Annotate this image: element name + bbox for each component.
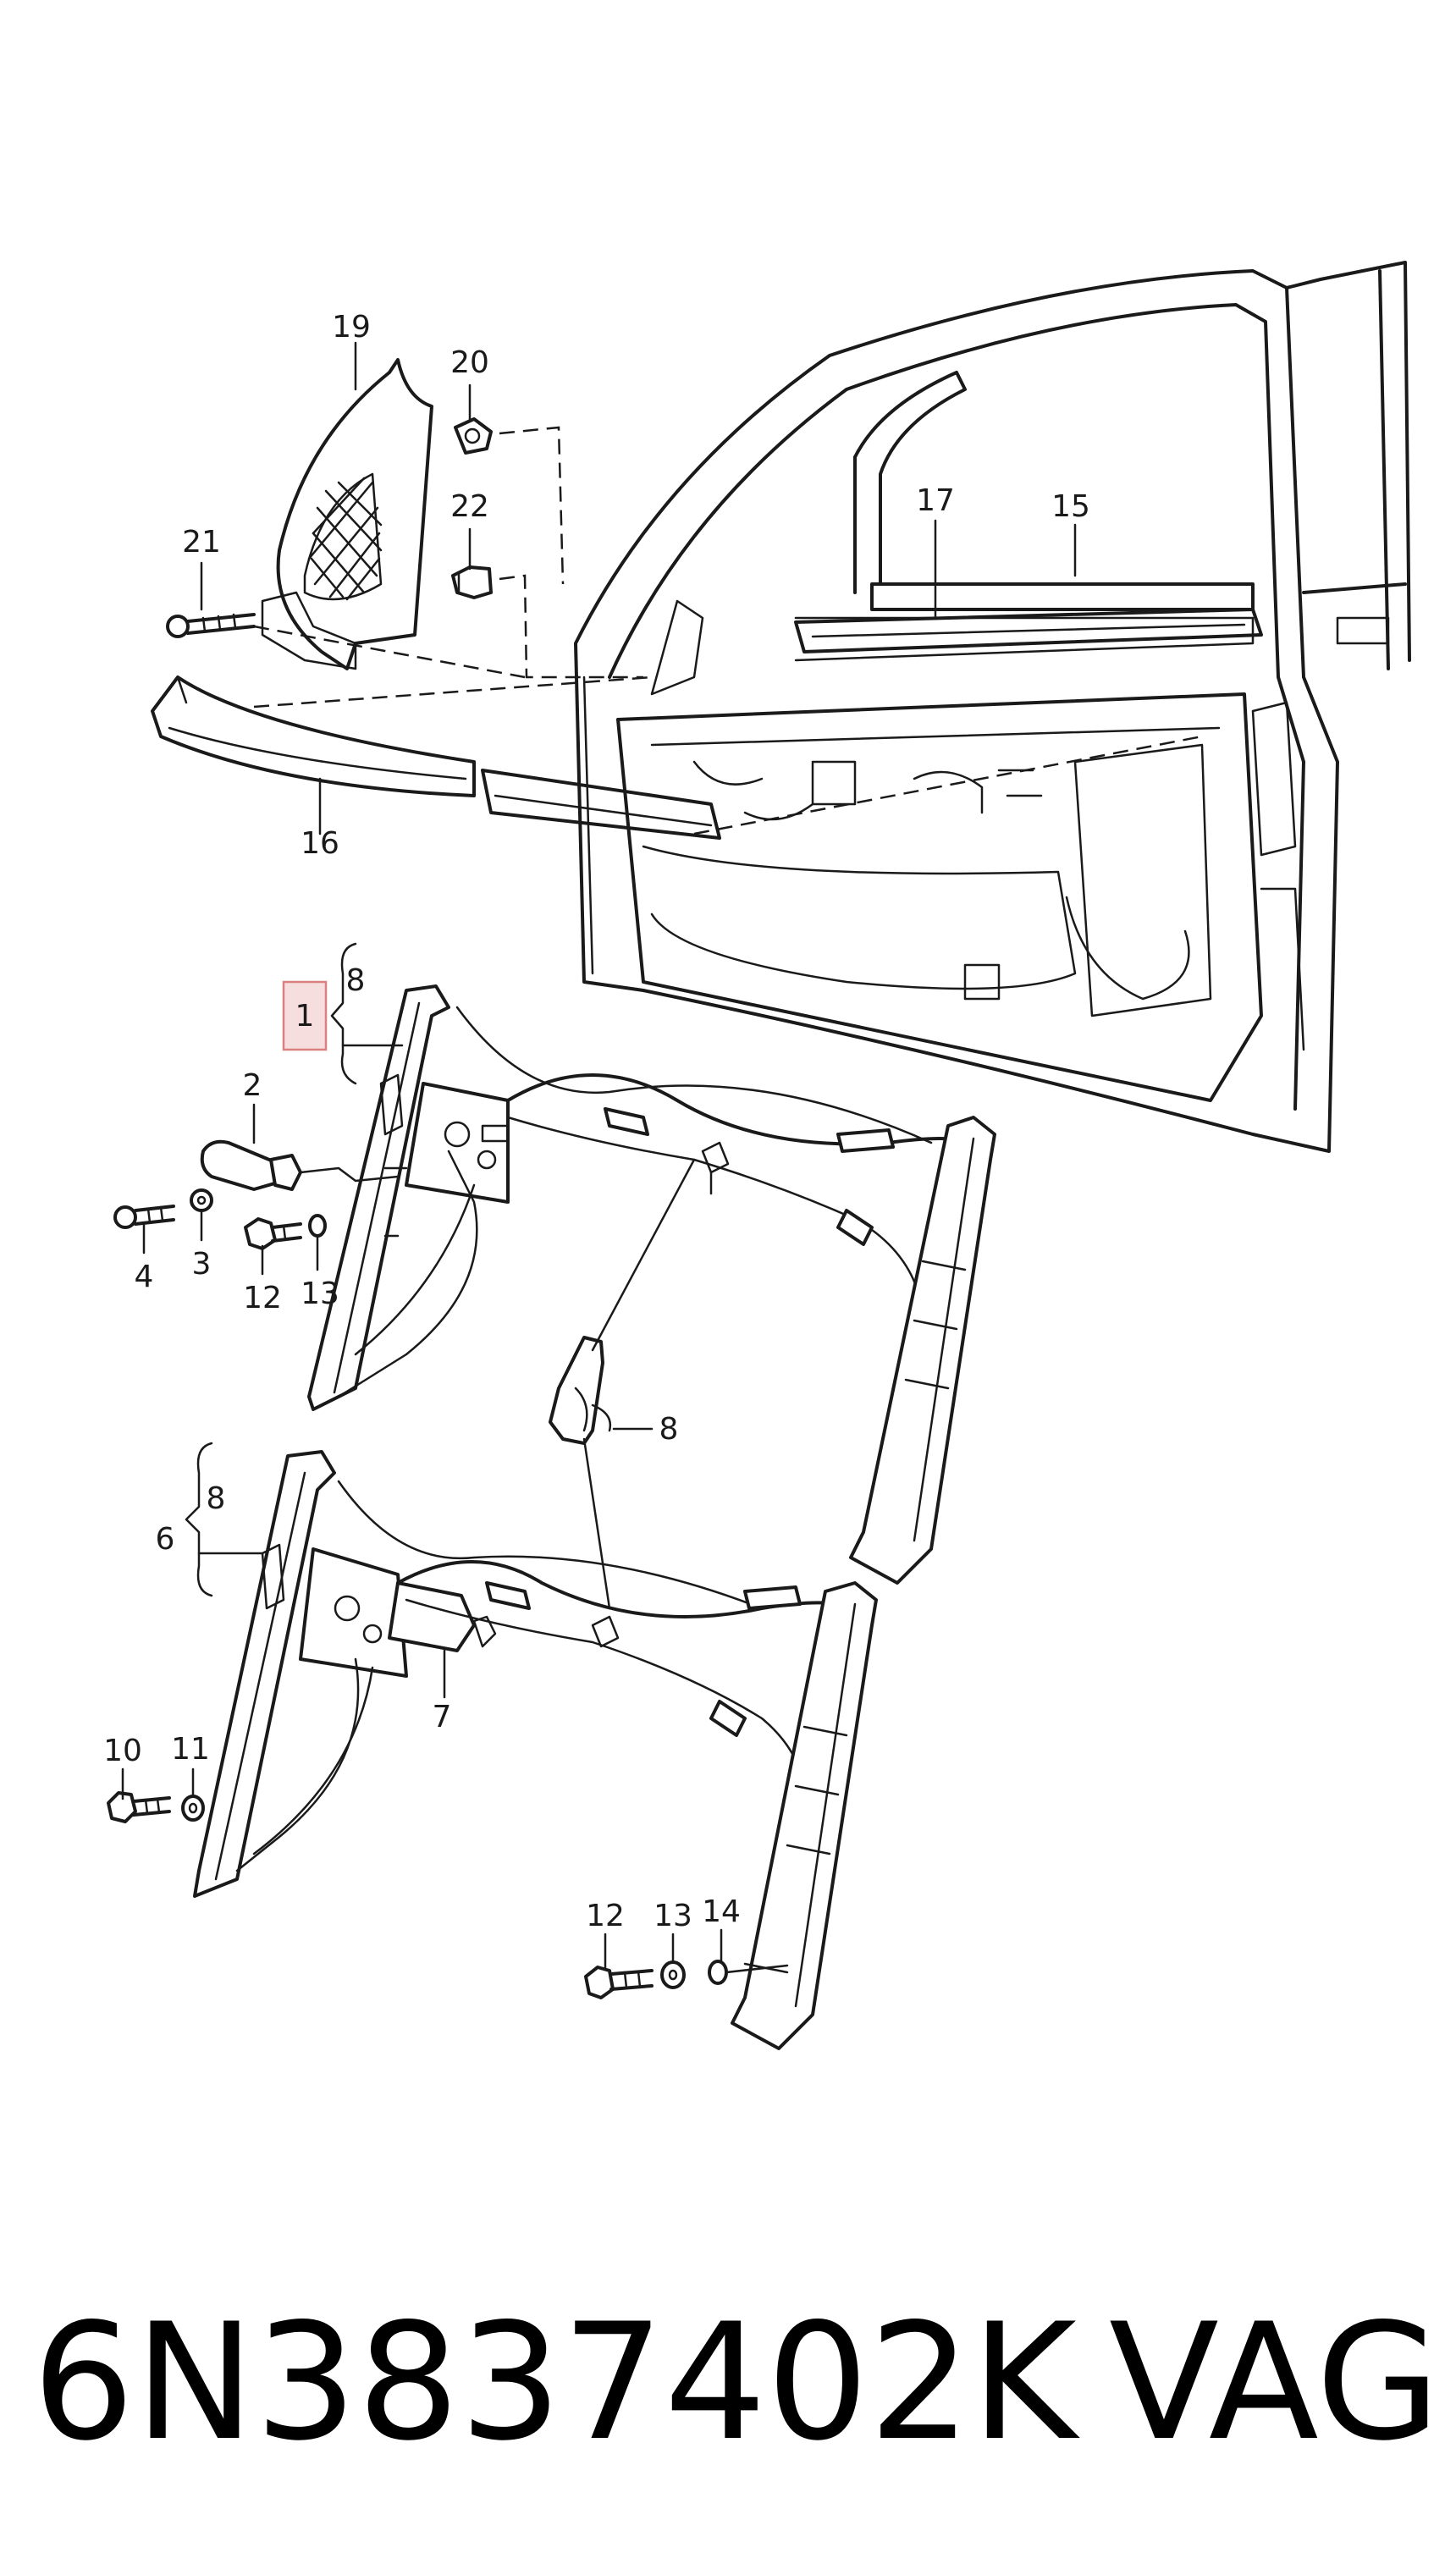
callout-22: 22 bbox=[450, 489, 489, 524]
brand-name: VAG bbox=[1109, 2289, 1441, 2476]
bracket-6 bbox=[185, 1442, 264, 1597]
nut-20 bbox=[454, 417, 493, 455]
callout-15: 15 bbox=[1051, 489, 1090, 524]
washer-13-lower bbox=[660, 1960, 686, 1989]
callout-2: 2 bbox=[243, 1068, 262, 1103]
window-channel bbox=[794, 608, 1263, 653]
assembly-guides bbox=[253, 426, 1203, 835]
bracket-1 bbox=[330, 942, 404, 1085]
callout-1: 1 bbox=[295, 999, 315, 1034]
window-regulator-lower bbox=[193, 1450, 878, 2050]
clip-22 bbox=[451, 565, 493, 599]
cable-clip-8 bbox=[549, 1158, 696, 1610]
highlight-box bbox=[282, 980, 328, 1051]
callout-11: 11 bbox=[171, 1732, 210, 1767]
window-regulator-upper bbox=[307, 984, 996, 1585]
screw-21 bbox=[166, 613, 256, 638]
part-number: 6N3837402K bbox=[32, 2289, 1080, 2476]
washer-3 bbox=[190, 1188, 213, 1212]
callout-10: 10 bbox=[103, 1734, 142, 1768]
crank-2 bbox=[200, 1139, 400, 1191]
callout-labels: 19 20 22 21 17 15 16 8 1 2 4 3 12 13 8 8… bbox=[103, 310, 1090, 1933]
callout-19: 19 bbox=[332, 310, 371, 345]
washer-11 bbox=[181, 1795, 205, 1822]
mirror-trim-cover bbox=[261, 358, 433, 670]
bolt-4 bbox=[113, 1205, 175, 1229]
callout-21: 21 bbox=[182, 525, 221, 560]
callout-16: 16 bbox=[301, 826, 339, 861]
washer-14 bbox=[708, 1960, 789, 1985]
bolt-12-upper bbox=[244, 1217, 302, 1250]
callout-12-upper: 12 bbox=[243, 1281, 282, 1315]
callout-13-upper: 13 bbox=[301, 1276, 339, 1311]
callout-4: 4 bbox=[135, 1260, 154, 1294]
door-shell bbox=[574, 261, 1411, 1153]
sill-strip bbox=[151, 675, 721, 840]
callout-12-lower: 12 bbox=[586, 1899, 625, 1933]
callout-8-lower: 8 bbox=[207, 1481, 226, 1516]
callout-20: 20 bbox=[450, 345, 489, 380]
callout-6: 6 bbox=[156, 1522, 175, 1557]
bolt-10 bbox=[107, 1791, 171, 1823]
callout-8-upper: 8 bbox=[346, 963, 366, 998]
callout-8-middle: 8 bbox=[659, 1412, 679, 1447]
callout-14: 14 bbox=[702, 1894, 741, 1929]
callout-17: 17 bbox=[916, 483, 955, 518]
callout-3: 3 bbox=[192, 1247, 212, 1282]
callout-7: 7 bbox=[433, 1700, 452, 1734]
bolt-12-lower bbox=[584, 1966, 654, 1999]
leader-lines bbox=[121, 341, 1077, 1970]
callout-13-lower: 13 bbox=[654, 1899, 692, 1933]
washer-13-upper bbox=[308, 1214, 327, 1238]
